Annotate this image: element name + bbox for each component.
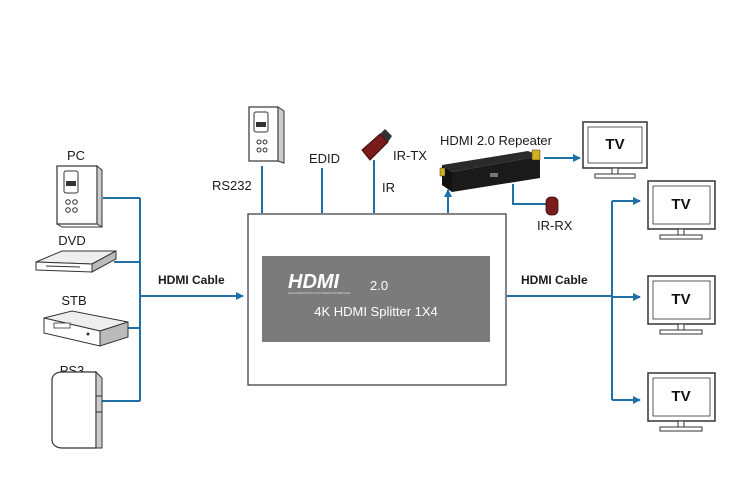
tv-icon [582,121,648,179]
repeater-label: HDMI 2.0 Repeater [440,133,553,148]
pc-tower-icon [56,164,103,228]
line-ir-rx [512,184,546,205]
ir-tx-label: IR-TX [393,148,427,163]
tv-output-3: TV [647,372,716,432]
tv-label: TV [671,291,690,308]
stb-label: STB [61,293,86,308]
rs232-label: RS232 [212,178,252,193]
splitter-device: HDMI HIGH-DEFINITION MULTIMEDIA INTERFAC… [247,213,507,386]
tv-icon [647,275,716,335]
output-cable-label: HDMI Cable [521,273,588,287]
hdmi-logo: HDMI [288,271,340,293]
tv-icon [647,180,716,240]
dvd-label: DVD [58,233,85,248]
ir-label: IR [382,180,395,195]
source-pc: PC [56,148,103,228]
hdmi-repeater-icon [439,149,541,192]
tv-label: TV [671,388,690,405]
hdmi-logo-tagline: HIGH-DEFINITION MULTIMEDIA INTERFACE [288,291,350,295]
dvd-player-icon [35,250,117,273]
set-top-box-icon [43,310,129,347]
tv-label: TV [671,196,690,213]
tv-label: TV [605,136,624,153]
tv-icon [647,372,716,432]
connection-lines [102,154,641,404]
tv-output-1: TV [647,180,716,240]
source-ps3: PS3 [51,363,103,449]
ir-rx-dongle-icon [545,196,559,216]
source-stb: STB [43,293,129,347]
edid-label: EDID [309,151,340,166]
source-dvd: DVD [35,233,117,273]
ir-tx-dongle-icon [361,129,392,161]
splitter-name: 4K HDMI Splitter 1X4 [314,304,438,319]
splitter-version: 2.0 [370,278,388,293]
ir-rx-label: IR-RX [537,218,573,233]
tv-repeater: TV [582,121,648,179]
ps3-console-icon [51,370,103,449]
tv-output-2: TV [647,275,716,335]
pc-label: PC [67,148,85,163]
splitter-panel [262,256,490,342]
rs232-pc-icon [248,106,285,164]
input-cable-label: HDMI Cable [158,273,225,287]
